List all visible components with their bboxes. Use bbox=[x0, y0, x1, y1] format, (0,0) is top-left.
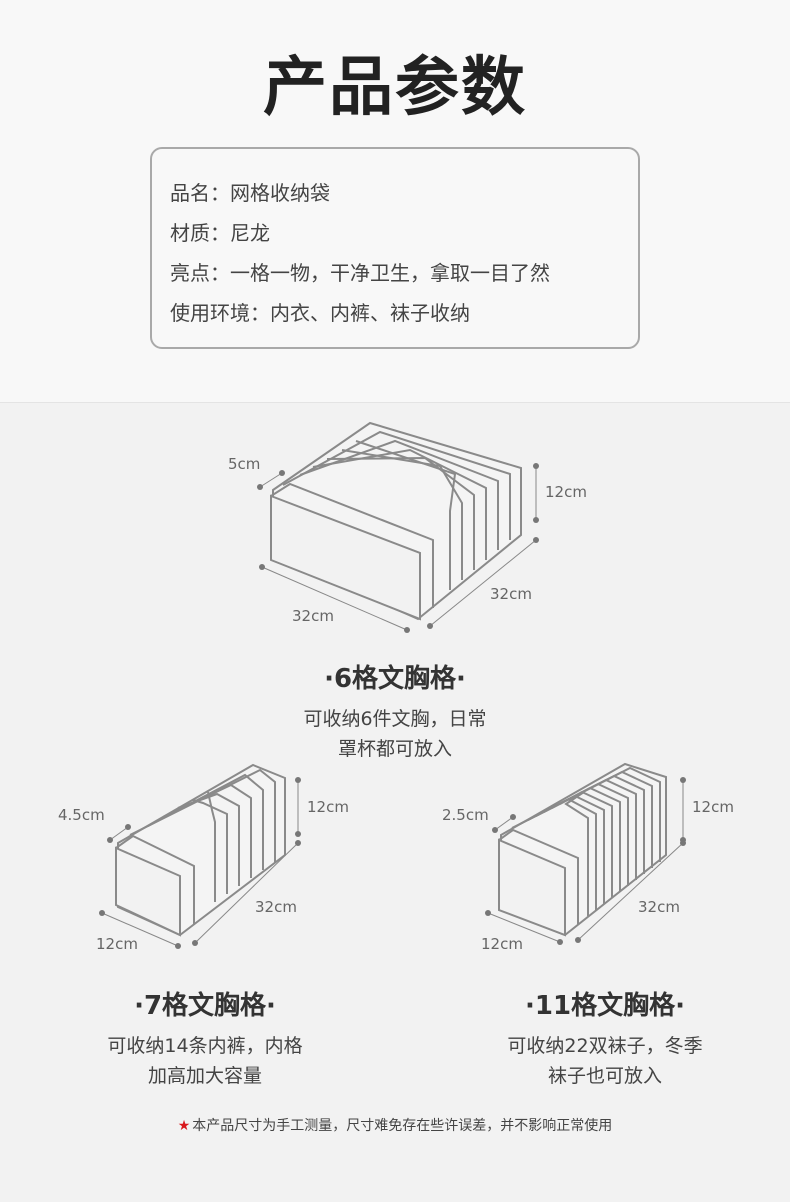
desc-11-line1: 可收纳22双袜子，冬季 bbox=[507, 1035, 703, 1057]
desc-11-grid: 可收纳22双袜子，冬季 袜子也可放入 bbox=[455, 1031, 755, 1091]
dim-depth-7: 4.5cm bbox=[58, 806, 105, 824]
dim-front-11: 12cm bbox=[481, 935, 523, 953]
dim-side-7: 32cm bbox=[255, 898, 297, 916]
spec-material: 材质：尼龙 bbox=[170, 221, 270, 245]
footnote: ★本产品尺寸为手工测量，尺寸难免存在些许误差，并不影响正常使用 bbox=[0, 1115, 790, 1135]
desc-11-line2: 袜子也可放入 bbox=[547, 1065, 662, 1087]
spec-box: 品名：网格收纳袋 材质：尼龙 亮点：一格一物，干净卫生，拿取一目了然 使用环境：… bbox=[150, 147, 640, 349]
heading-6-grid: ·6格文胸格· bbox=[324, 664, 466, 694]
heading-7-grid: ·7格文胸格· bbox=[134, 991, 276, 1021]
heading-11-grid: ·11格文胸格· bbox=[525, 991, 685, 1021]
dim-height-11: 12cm bbox=[692, 798, 734, 816]
dim-front-7: 12cm bbox=[96, 935, 138, 953]
dim-depth-6: 5cm bbox=[228, 455, 261, 473]
dim-front-6: 32cm bbox=[292, 607, 334, 625]
desc-6-line2: 罩杯都可放入 bbox=[337, 738, 452, 760]
dim-height-7: 12cm bbox=[307, 798, 349, 816]
dim-side-11: 32cm bbox=[638, 898, 680, 916]
dim-height-6: 12cm bbox=[545, 483, 587, 501]
desc-7-line2: 加高加大容量 bbox=[147, 1065, 262, 1087]
dim-depth-11: 2.5cm bbox=[442, 806, 489, 824]
desc-6-grid: 可收纳6件文胸，日常 罩杯都可放入 bbox=[245, 704, 545, 764]
desc-6-line1: 可收纳6件文胸，日常 bbox=[303, 708, 487, 730]
spec-name: 品名：网格收纳袋 bbox=[170, 181, 330, 205]
spec-usage: 使用环境：内衣、内裤、袜子收纳 bbox=[170, 301, 470, 325]
star-icon: ★ bbox=[177, 1118, 191, 1134]
dim-side-6: 32cm bbox=[490, 585, 532, 603]
desc-7-line1: 可收纳14条内裤，内格 bbox=[107, 1035, 303, 1057]
spec-section: 产品参数 品名：网格收纳袋 材质：尼龙 亮点：一格一物，干净卫生，拿取一目了然 … bbox=[0, 0, 790, 402]
page-title: 产品参数 bbox=[263, 51, 527, 125]
spec-highlight: 亮点：一格一物，干净卫生，拿取一目了然 bbox=[170, 261, 550, 285]
desc-7-grid: 可收纳14条内裤，内格 加高加大容量 bbox=[55, 1031, 355, 1091]
footnote-text: 本产品尺寸为手工测量，尺寸难免存在些许误差，并不影响正常使用 bbox=[192, 1118, 613, 1134]
